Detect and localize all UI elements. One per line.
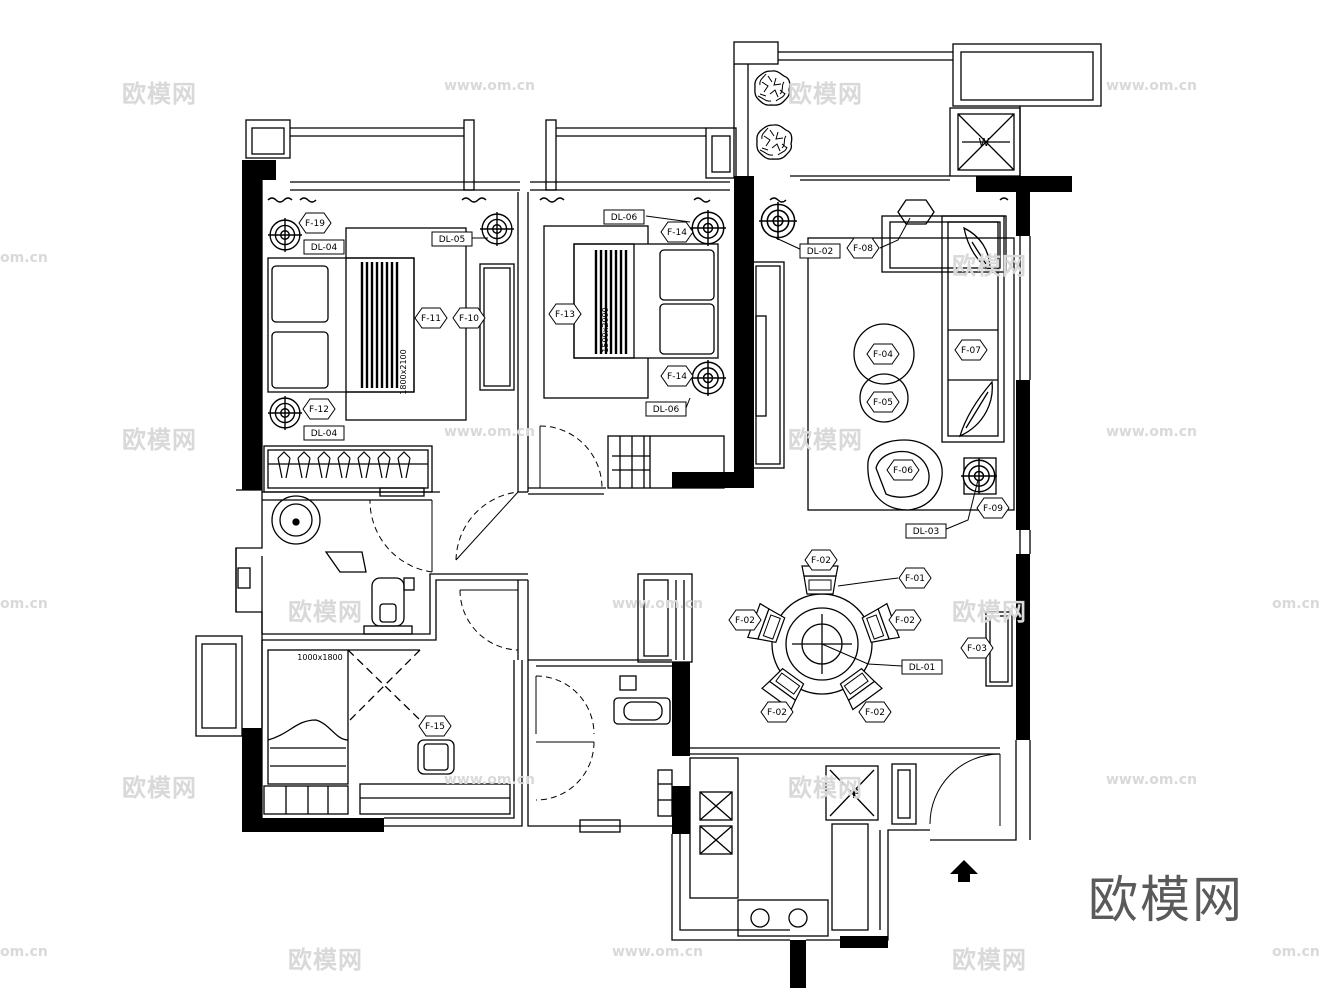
tag-f02-top: F-02 <box>811 556 831 566</box>
balcony-drain-label: W <box>979 136 990 149</box>
tag-f02-right: F-02 <box>895 616 915 626</box>
tag-dl03: DL-03 <box>913 527 940 537</box>
bed1-size-label: 1800x2100 <box>399 349 408 394</box>
tag-f13: F-13 <box>555 310 575 320</box>
tag-f11: F-11 <box>421 314 441 324</box>
watermark: 欧模网 <box>788 774 863 802</box>
watermark-url: www.om.cn <box>1106 772 1198 788</box>
bed2-size-label: 1500x2000 <box>601 307 610 352</box>
tag-f02-bottom-left: F-02 <box>767 708 787 718</box>
entrance-arrow-icon <box>950 860 978 882</box>
tag-dl06-bottom: DL-06 <box>653 405 680 415</box>
watermark: 欧模网 <box>952 946 1027 974</box>
master-bathroom <box>271 495 415 635</box>
tag-dl04-bottom: DL-04 <box>311 429 338 439</box>
tag-dl01: DL-01 <box>909 663 936 673</box>
bedroom-windows <box>245 119 1009 203</box>
watermark-url: www.om.cn <box>444 78 536 94</box>
tag-dl05: DL-05 <box>439 235 466 245</box>
tag-f15: F-15 <box>425 722 445 732</box>
watermark-url: om.cn <box>0 944 48 960</box>
planter-2 <box>756 124 793 160</box>
watermark-url: om.cn <box>0 250 48 266</box>
wardrobe-hangers <box>277 451 411 479</box>
second-bed-stripes <box>594 250 628 354</box>
door-swings <box>369 425 1001 826</box>
watermark: 欧模网 <box>788 80 863 108</box>
kitchen-drain-label: E <box>852 787 860 801</box>
leader-lines <box>470 215 979 667</box>
tag-dl02: DL-02 <box>807 247 834 257</box>
watermark-url: www.om.cn <box>444 772 536 788</box>
second-bedroom <box>543 225 785 489</box>
watermark-url: www.om.cn <box>444 424 536 440</box>
fixture-labels: F-19 DL-04 DL-05 F-11 F-10 F-12 DL-04 18… <box>297 213 1003 732</box>
watermark-url: om.cn <box>1272 944 1320 960</box>
watermark-url: www.om.cn <box>612 944 704 960</box>
watermark: 欧模网 <box>788 426 863 454</box>
tag-f12: F-12 <box>309 405 329 415</box>
watermark: 欧模网 <box>952 598 1027 626</box>
dining-chairs <box>747 565 900 711</box>
tag-f01: F-01 <box>905 574 925 584</box>
study-room <box>263 649 511 815</box>
watermark: 欧模网 <box>122 426 197 454</box>
master-bed-stripes <box>360 262 399 388</box>
watermark-url: www.om.cn <box>1106 424 1198 440</box>
partition-walls <box>195 180 1031 941</box>
watermark-url: www.om.cn <box>612 596 704 612</box>
tag-dl04-top: DL-04 <box>311 243 338 253</box>
tag-f08: F-08 <box>853 244 873 254</box>
brand-logo-text: 欧模网 <box>1088 871 1244 929</box>
watermark: 欧模网 <box>122 774 197 802</box>
tag-f04: F-04 <box>873 350 893 360</box>
watermark-url: om.cn <box>0 596 48 612</box>
tag-f02-left: F-02 <box>735 616 755 626</box>
watermark-url: om.cn <box>1272 596 1320 612</box>
guest-bathroom <box>613 675 673 817</box>
watermark: 欧模网 <box>122 80 197 108</box>
tag-f07: F-07 <box>961 346 981 356</box>
planter-1 <box>754 70 791 106</box>
dl-boxes <box>303 209 947 675</box>
tag-f14-top: F-14 <box>667 228 687 238</box>
watermark: 欧模网 <box>288 946 363 974</box>
balcony <box>705 41 1102 181</box>
watermark-url: www.om.cn <box>1106 78 1198 94</box>
tag-f14-bottom: F-14 <box>667 372 687 382</box>
kitchen <box>689 757 917 937</box>
watermark: 欧模网 <box>288 598 363 626</box>
tag-f05: F-05 <box>873 398 893 408</box>
structural-walls <box>242 160 1072 988</box>
tag-f06: F-06 <box>893 466 913 476</box>
tag-f10: F-10 <box>459 314 479 324</box>
study-bed-size-label: 1000x1800 <box>297 653 342 662</box>
tag-f03: F-03 <box>967 644 987 654</box>
tag-dl06-top: DL-06 <box>611 213 638 223</box>
living-room <box>807 199 1015 511</box>
tag-f09: F-09 <box>983 504 1003 514</box>
tag-f02-bottom-right: F-02 <box>865 708 885 718</box>
watermark: 欧模网 <box>952 252 1027 280</box>
master-bedroom <box>263 227 515 497</box>
tag-f19: F-19 <box>305 219 325 229</box>
